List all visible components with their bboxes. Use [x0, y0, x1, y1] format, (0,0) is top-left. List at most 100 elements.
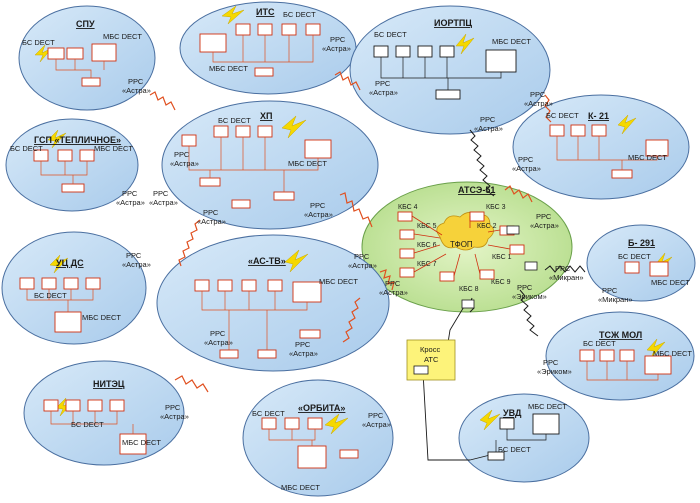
bs-device	[305, 23, 321, 36]
bs-device	[307, 417, 323, 430]
node-title-astv: «АС-ТВ»	[248, 256, 286, 266]
repeater-device	[199, 177, 221, 187]
radio-links	[149, 71, 552, 393]
radio-link	[519, 289, 539, 337]
mbs-device	[644, 355, 672, 375]
radio-link	[544, 265, 586, 273]
switch-device	[435, 89, 461, 100]
svg-text:«Микран»: «Микран»	[549, 273, 584, 282]
zone-gsp	[5, 118, 139, 212]
kbs-unit	[509, 244, 525, 255]
rrs-astra-tag: РРС«Астра»	[122, 251, 151, 269]
rrs-astra-tag: РРС«Астра»	[116, 189, 145, 207]
svg-text:«Астра»: «Астра»	[116, 198, 145, 207]
mbs-device	[304, 139, 332, 159]
rrs-erikom-tag: РРС«Эриком»	[537, 358, 572, 376]
svg-text:«Эриком»: «Эриком»	[512, 292, 547, 301]
svg-text:РРС: РРС	[518, 155, 534, 164]
radio-link	[504, 185, 533, 203]
zone-spu	[18, 5, 156, 111]
bs-label: БС DECT	[71, 420, 104, 429]
internal-wiring-dark	[380, 57, 547, 452]
cross-line-1: Кросс	[420, 345, 440, 354]
bs-device	[257, 125, 273, 138]
bs-device	[395, 45, 411, 58]
rrs-astra-tag: РРС«Астра»	[304, 201, 333, 219]
svg-text:«Астра»: «Астра»	[160, 412, 189, 421]
lightning-icon	[221, 5, 245, 25]
bs-device	[599, 349, 615, 362]
repeater-device	[231, 199, 251, 209]
bs-label: БС DECT	[283, 10, 316, 19]
kbs-label: КБС 3	[486, 204, 506, 211]
svg-text:«Астра»: «Астра»	[149, 198, 178, 207]
radio-link	[178, 219, 201, 267]
kbs-unit	[397, 211, 413, 222]
bs-device	[213, 125, 229, 138]
kbs-unit	[439, 271, 455, 282]
rrs-astra-tag: РРС«Астра»	[122, 77, 151, 95]
svg-text:РРС: РРС	[203, 208, 219, 217]
bs-device	[579, 349, 595, 362]
bs-device	[624, 261, 640, 274]
zone-orbita	[242, 379, 394, 497]
svg-text:РРС: РРС	[153, 189, 169, 198]
tfop-cloud	[436, 212, 494, 251]
device-labels: БС DECT МБС DECT БС DECT МБС DECT БС DEC…	[10, 10, 692, 492]
bs-device	[284, 417, 300, 430]
node-title-b291: Б- 291	[628, 238, 655, 248]
bs-device	[87, 399, 103, 412]
node-title-k21: К- 21	[588, 111, 609, 121]
zone-uvd	[458, 393, 590, 483]
bs-device	[499, 417, 515, 430]
kbs-unit-dark	[506, 225, 520, 235]
kbs-label: КБС 9	[491, 279, 511, 286]
cross-device	[413, 365, 429, 375]
radio-link	[342, 297, 361, 343]
mbs-device	[297, 445, 327, 469]
repeater-device	[219, 349, 239, 359]
cross-ats: Кросс АТС	[406, 339, 456, 381]
svg-text:РРС: РРС	[385, 279, 401, 288]
bs-device	[63, 277, 79, 290]
lightning-icon	[281, 115, 307, 139]
kbs-unit	[399, 248, 415, 259]
bs-device	[43, 399, 59, 412]
svg-text:«Астра»: «Астра»	[289, 349, 318, 358]
bs-label: БС DECT	[10, 144, 43, 153]
bs-device	[281, 23, 297, 36]
node-title-its: ИТС	[256, 7, 275, 17]
bs-device	[194, 279, 210, 292]
mbs-device	[532, 413, 560, 435]
kbs-unit	[399, 267, 415, 278]
mbs-device	[54, 311, 82, 333]
svg-text:РРС: РРС	[122, 189, 138, 198]
svg-text:«Микран»: «Микран»	[598, 295, 633, 304]
lightning-icons	[34, 5, 673, 435]
mbs-label: МБС DECT	[288, 159, 327, 168]
internal-wiring	[26, 35, 659, 446]
radio-link	[469, 129, 495, 197]
repeater-device	[339, 449, 359, 459]
wire	[422, 371, 470, 461]
mbs-device	[485, 49, 517, 73]
svg-text:«Астра»: «Астра»	[204, 338, 233, 347]
svg-text:«Астра»: «Астра»	[379, 288, 408, 297]
svg-text:РРС: РРС	[480, 115, 496, 124]
bs-label: БС DECT	[374, 30, 407, 39]
radio-link	[174, 375, 209, 393]
rrs-astra-tag: РРС«Астра»	[197, 208, 226, 226]
bs-label: БС DECT	[546, 111, 579, 120]
kbs-unit-dark	[524, 261, 538, 271]
bs-device	[417, 45, 433, 58]
mbs-device	[91, 43, 117, 62]
svg-text:РРС: РРС	[310, 201, 326, 210]
node-title-gsp: ГСП «ТЕПЛИЧНОЕ»	[34, 135, 121, 145]
zone-astv	[156, 234, 390, 372]
rrs-erikom-tag: РРС«Эриком»	[512, 283, 547, 301]
node-title-ucds: УЦ ДС	[56, 258, 84, 268]
kbs-unit	[469, 211, 485, 222]
zones	[1, 1, 696, 497]
bs-device	[235, 23, 251, 36]
